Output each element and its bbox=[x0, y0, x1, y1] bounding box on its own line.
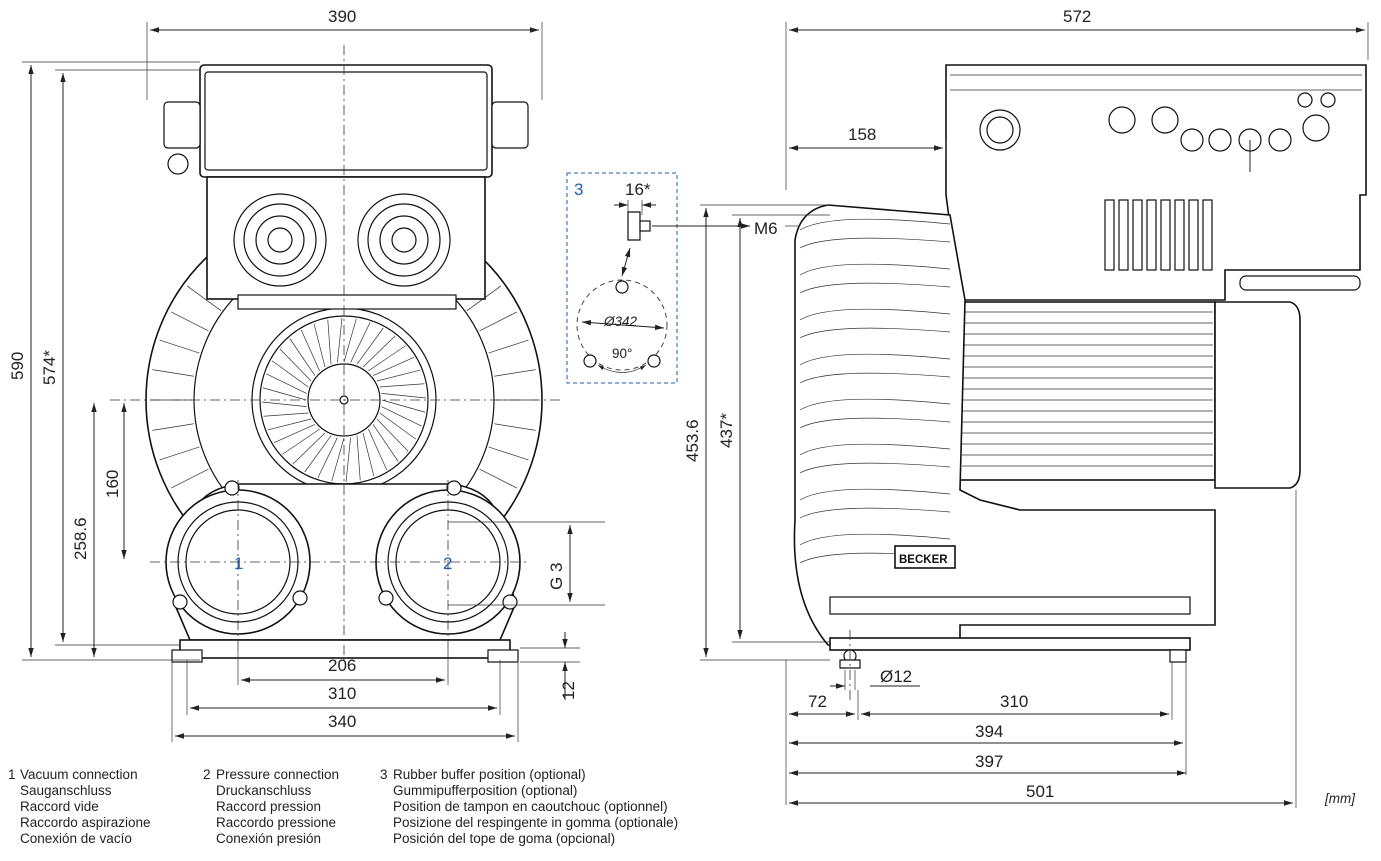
brand-text: BECKER bbox=[899, 554, 948, 566]
dim-box-offset: 158 bbox=[848, 125, 876, 144]
front-dimensions: 390 590 574* 258.6 160 G 3 206 310 340 bbox=[8, 7, 605, 742]
dim-axis-height: 258.6 bbox=[71, 517, 90, 560]
dim-thread-m6: M6 bbox=[754, 219, 778, 238]
legend-item-1: 1 Vacuum connection Sauganschluss Raccor… bbox=[8, 767, 151, 846]
svg-text:Druckanschluss: Druckanschluss bbox=[216, 783, 312, 798]
svg-text:Posizione del respingente in g: Posizione del respingente in gomma (opti… bbox=[393, 815, 678, 830]
svg-text:Raccord pression: Raccord pression bbox=[216, 799, 321, 814]
dim-foot-outer: 340 bbox=[328, 712, 356, 731]
dim-port-thread: G 3 bbox=[547, 563, 566, 590]
motor-housing bbox=[959, 301, 1216, 481]
motor-end-cap bbox=[1214, 301, 1301, 489]
svg-text:Rubber buffer position (option: Rubber buffer position (optional) bbox=[393, 767, 586, 782]
cable-gland-right bbox=[491, 101, 529, 149]
port-1-marker: 1 bbox=[234, 554, 243, 573]
side-cooling-fins bbox=[1104, 199, 1213, 271]
svg-text:Sauganschluss: Sauganschluss bbox=[20, 783, 112, 798]
dim-front-height: 590 bbox=[8, 352, 27, 380]
bolt-circle bbox=[576, 279, 668, 371]
legend: 1 Vacuum connection Sauganschluss Raccor… bbox=[8, 767, 678, 846]
side-base bbox=[829, 637, 1191, 651]
legend-item-2: 2 Pressure connection Druckanschluss Rac… bbox=[203, 767, 339, 846]
detail-dim-16: 16* bbox=[625, 180, 651, 199]
fan-blades bbox=[261, 317, 427, 483]
legend-item-3: 3 Rubber buffer position (optional) Gumm… bbox=[380, 767, 678, 846]
svg-text:Conexión de vacío: Conexión de vacío bbox=[20, 831, 132, 846]
blower-rings bbox=[799, 218, 951, 564]
front-base bbox=[179, 639, 511, 659]
front-view: 1 2 bbox=[110, 45, 560, 665]
dim-front-height-star: 574* bbox=[40, 350, 59, 385]
side-view: BECKER bbox=[793, 64, 1367, 700]
svg-text:Raccordo aspirazione: Raccordo aspirazione bbox=[20, 815, 151, 830]
rubber-buffer bbox=[627, 211, 641, 241]
svg-text:Gummipufferposition (optional): Gummipufferposition (optional) bbox=[393, 783, 577, 798]
svg-text:Position de tampon en caoutcho: Position de tampon en caoutchouc (option… bbox=[393, 799, 668, 814]
unit-label: [mm] bbox=[1324, 791, 1356, 806]
dim-side-height-star: 437* bbox=[717, 413, 736, 448]
dim-foot-height: 12 bbox=[559, 681, 578, 700]
cable-gland-left bbox=[163, 101, 201, 149]
dim-foot-span: 310 bbox=[1000, 692, 1028, 711]
dim-side-height: 453.6 bbox=[683, 419, 702, 462]
dim-hole: Ø12 bbox=[880, 667, 912, 686]
side-dimensions: 572 158 453.6 437* M6 Ø12 72 310 394 397 bbox=[683, 7, 1369, 808]
svg-text:3: 3 bbox=[380, 767, 388, 782]
dim-port-offset: 160 bbox=[103, 470, 122, 498]
svg-text:Vacuum connection: Vacuum connection bbox=[20, 767, 138, 782]
svg-text:1: 1 bbox=[8, 767, 16, 782]
detail-3: 3 16* Ø342 90° bbox=[566, 172, 750, 384]
dim-front-width: 390 bbox=[328, 7, 356, 26]
dim-394: 394 bbox=[975, 722, 1003, 741]
svg-text:Raccordo pressione: Raccordo pressione bbox=[216, 815, 336, 830]
dim-foot-mid: 310 bbox=[328, 684, 356, 703]
svg-text:Conexión presión: Conexión presión bbox=[216, 831, 321, 846]
port-2-marker: 2 bbox=[443, 554, 452, 573]
svg-text:Posición del tope de goma (opc: Posición del tope de goma (opcional) bbox=[393, 831, 615, 846]
dim-side-width: 572 bbox=[1063, 7, 1091, 26]
detail-number: 3 bbox=[574, 180, 583, 199]
detail-frame bbox=[566, 172, 678, 384]
brand-plate bbox=[894, 545, 956, 569]
dim-foot-offset: 72 bbox=[808, 692, 827, 711]
dim-501: 501 bbox=[1026, 782, 1054, 801]
dim-397: 397 bbox=[975, 752, 1003, 771]
detail-angle: 90° bbox=[612, 346, 632, 361]
svg-text:Pressure connection: Pressure connection bbox=[216, 767, 339, 782]
dim-foot-inner: 206 bbox=[328, 656, 356, 675]
svg-text:2: 2 bbox=[203, 767, 211, 782]
svg-text:Raccord vide: Raccord vide bbox=[20, 799, 99, 814]
detail-diameter: Ø342 bbox=[603, 314, 638, 329]
